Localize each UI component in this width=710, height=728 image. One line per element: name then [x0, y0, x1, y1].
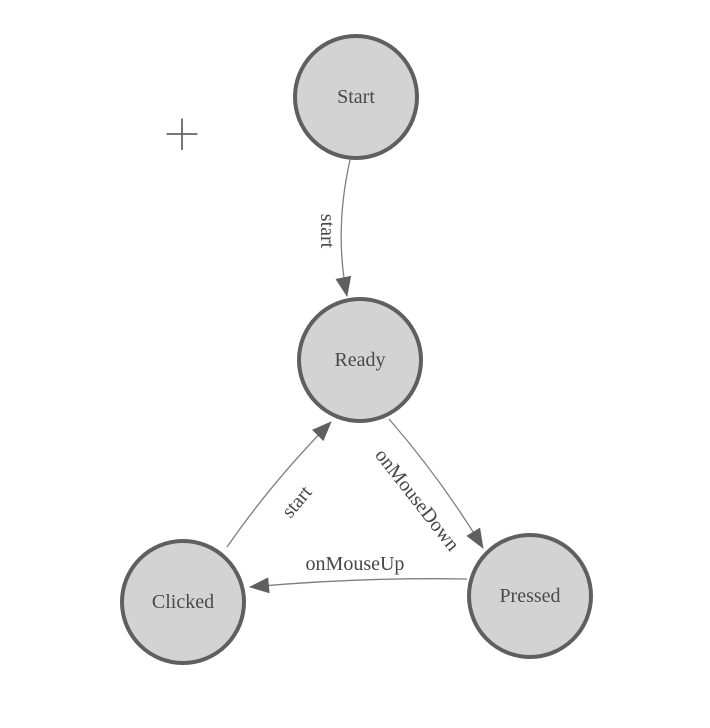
state-circle[interactable] — [120, 539, 246, 665]
edge-label: start — [278, 481, 317, 522]
state-label: Pressed — [499, 585, 560, 607]
node-ready[interactable]: Ready — [297, 297, 423, 423]
node-clicked[interactable]: Clicked — [120, 539, 246, 665]
node-pressed[interactable]: Pressed — [467, 533, 593, 659]
edge-line[interactable] — [249, 577, 468, 594]
state-circle[interactable] — [297, 297, 423, 423]
edge-label: start — [316, 214, 338, 249]
edge-start-to-ready[interactable]: start — [316, 159, 352, 297]
node-start[interactable]: Start — [293, 34, 419, 160]
crosshair-icon — [166, 118, 198, 150]
edge-clicked-to-ready[interactable]: start — [226, 421, 332, 548]
edge-label: onMouseUp — [306, 553, 405, 575]
edge-ready-to-pressed[interactable]: onMouseDown — [370, 418, 484, 556]
edge-line[interactable] — [226, 421, 332, 548]
state-circle[interactable] — [467, 533, 593, 659]
edge-pressed-to-clicked[interactable]: onMouseUp — [249, 553, 468, 594]
state-label: Ready — [334, 349, 385, 371]
edge-line[interactable] — [388, 418, 484, 549]
state-label: Clicked — [152, 591, 214, 613]
state-circle[interactable] — [293, 34, 419, 160]
edge-line[interactable] — [335, 159, 352, 297]
edge-label: onMouseDown — [370, 445, 463, 556]
state-label: Start — [337, 86, 375, 108]
